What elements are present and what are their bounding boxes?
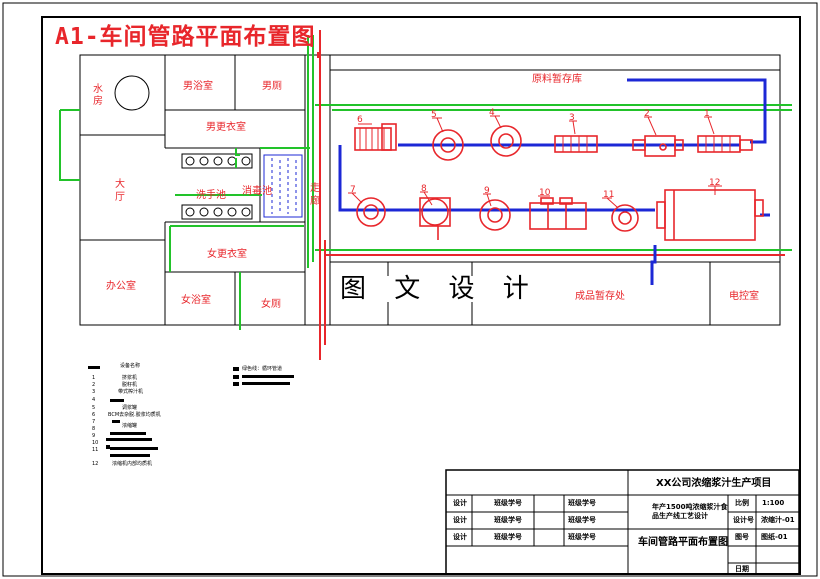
watermark-text: 图 文 设 计 bbox=[338, 274, 541, 304]
legend-no-3: 3 bbox=[92, 389, 96, 395]
equipment-number-11: 11 bbox=[603, 190, 615, 200]
room-hall: 大 厅 bbox=[115, 179, 125, 203]
tb-design-no-label: 设计号 bbox=[733, 516, 754, 524]
tb-date-label: 日期 bbox=[735, 565, 749, 573]
inner-frame bbox=[41, 16, 801, 575]
tb-row1-c: 班级学号 bbox=[568, 499, 596, 507]
tb-row2-c: 班级学号 bbox=[568, 516, 596, 524]
equipment-number-7: 7 bbox=[350, 185, 356, 195]
equipment-number-5: 5 bbox=[431, 110, 437, 120]
room-office: 办公室 bbox=[106, 281, 136, 292]
legend-name-5: 调浆罐 bbox=[122, 405, 138, 411]
tb-drawing-no-value: 图纸-01 bbox=[761, 533, 788, 541]
tb-row3-a: 设计 bbox=[453, 533, 467, 541]
tb-row2-a: 设计 bbox=[453, 516, 467, 524]
legend-no-9: 9 bbox=[92, 433, 96, 439]
room-womens-locker: 女更衣室 bbox=[207, 249, 247, 260]
legend-no-10: 10 bbox=[92, 440, 99, 446]
room-womens-toilet: 女厕 bbox=[261, 299, 281, 310]
room-mens-toilet: 男厕 bbox=[262, 81, 282, 92]
equipment-number-12: 12 bbox=[709, 178, 721, 188]
room-finished-storage: 成品暂存处 bbox=[575, 291, 625, 302]
room-raw-storage: 原料暂存库 bbox=[532, 74, 582, 85]
project-subtitle: 年产1500吨浓缩浆汁食 品生产线工艺设计 bbox=[652, 503, 728, 520]
tb-drawing-no-label: 图号 bbox=[735, 533, 749, 541]
drawing-title: A1-车间管路平面布置图 bbox=[55, 24, 316, 50]
equipment-number-3: 3 bbox=[569, 113, 575, 123]
label-disinfect: 消毒池 bbox=[242, 186, 272, 197]
room-womens-bath: 女浴室 bbox=[181, 295, 211, 306]
legend-no-1: 1 bbox=[92, 375, 96, 381]
green-pipes bbox=[59, 35, 792, 330]
equipment-number-2: 2 bbox=[644, 109, 650, 119]
legend-no-4: 4 bbox=[92, 397, 96, 403]
legend-no-12: 12 bbox=[92, 461, 99, 467]
room-electric: 电控室 bbox=[729, 291, 759, 302]
legend-name-6: BCM去杂脱.胶浆均质机 bbox=[108, 412, 161, 418]
legend-name-3: 带式榨汁机 bbox=[118, 389, 144, 395]
tb-row3-b: 班级学号 bbox=[494, 533, 522, 541]
tb-row1-a: 设计 bbox=[453, 499, 467, 507]
room-mens-locker: 男更衣室 bbox=[206, 122, 246, 133]
project-name: XX公司浓缩浆汁生产项目 bbox=[656, 478, 772, 489]
wash-basins-bottom bbox=[181, 204, 253, 220]
tb-row1-b: 班级学号 bbox=[494, 499, 522, 507]
legend-no-8: 8 bbox=[92, 426, 96, 432]
room-water: 水 房 bbox=[93, 84, 103, 107]
legend-name-12: 浓缩机内部均质机 bbox=[112, 461, 153, 467]
equipment-number-9: 9 bbox=[484, 186, 490, 196]
tb-scale-value: 1:100 bbox=[762, 499, 785, 507]
legend-name-1: 挤浆机 bbox=[122, 375, 138, 381]
tb-row3-c: 班级学号 bbox=[568, 533, 596, 541]
tb-scale-label: 比例 bbox=[735, 499, 749, 507]
legend-no-5: 5 bbox=[92, 405, 96, 411]
equipment-leaders bbox=[348, 115, 722, 208]
legend-no-2: 2 bbox=[92, 382, 96, 388]
disinfection-pool bbox=[263, 154, 303, 218]
wash-basins-top bbox=[181, 153, 253, 169]
equipment-number-4: 4 bbox=[489, 108, 495, 118]
legend-green-pipe: 绿色线：循环管道 bbox=[242, 366, 283, 372]
legend-name-2: 脱籽机 bbox=[122, 382, 138, 388]
equipment-number-1: 1 bbox=[704, 109, 710, 119]
equipment-number-6: 6 bbox=[357, 115, 363, 125]
drawing-name: 车间管路平面布置图 bbox=[638, 537, 728, 548]
red-pipes bbox=[317, 30, 785, 360]
room-corridor: 走 廊 bbox=[310, 183, 320, 207]
equipment-row-1 bbox=[354, 123, 753, 161]
equipment-row-2 bbox=[356, 189, 764, 241]
label-hand-wash: 洗手池 bbox=[196, 190, 226, 201]
legend-no-6: 6 bbox=[92, 412, 96, 418]
legend-header: 设备名称 bbox=[120, 363, 141, 369]
title-block-grid bbox=[445, 469, 800, 575]
legend-symbols bbox=[88, 366, 294, 457]
equipment-number-8: 8 bbox=[421, 184, 427, 194]
legend-no-7: 7 bbox=[92, 419, 96, 425]
legend-name-7: 浓缩罐 bbox=[122, 423, 138, 429]
tb-design-no-value: 浓缩汁-01 bbox=[761, 516, 795, 524]
water-tank bbox=[114, 75, 150, 111]
tb-row2-b: 班级学号 bbox=[494, 516, 522, 524]
legend-no-11: 11 bbox=[92, 447, 99, 453]
building-walls bbox=[79, 54, 781, 326]
equipment-number-10: 10 bbox=[539, 188, 551, 198]
room-mens-bath: 男浴室 bbox=[183, 81, 213, 92]
